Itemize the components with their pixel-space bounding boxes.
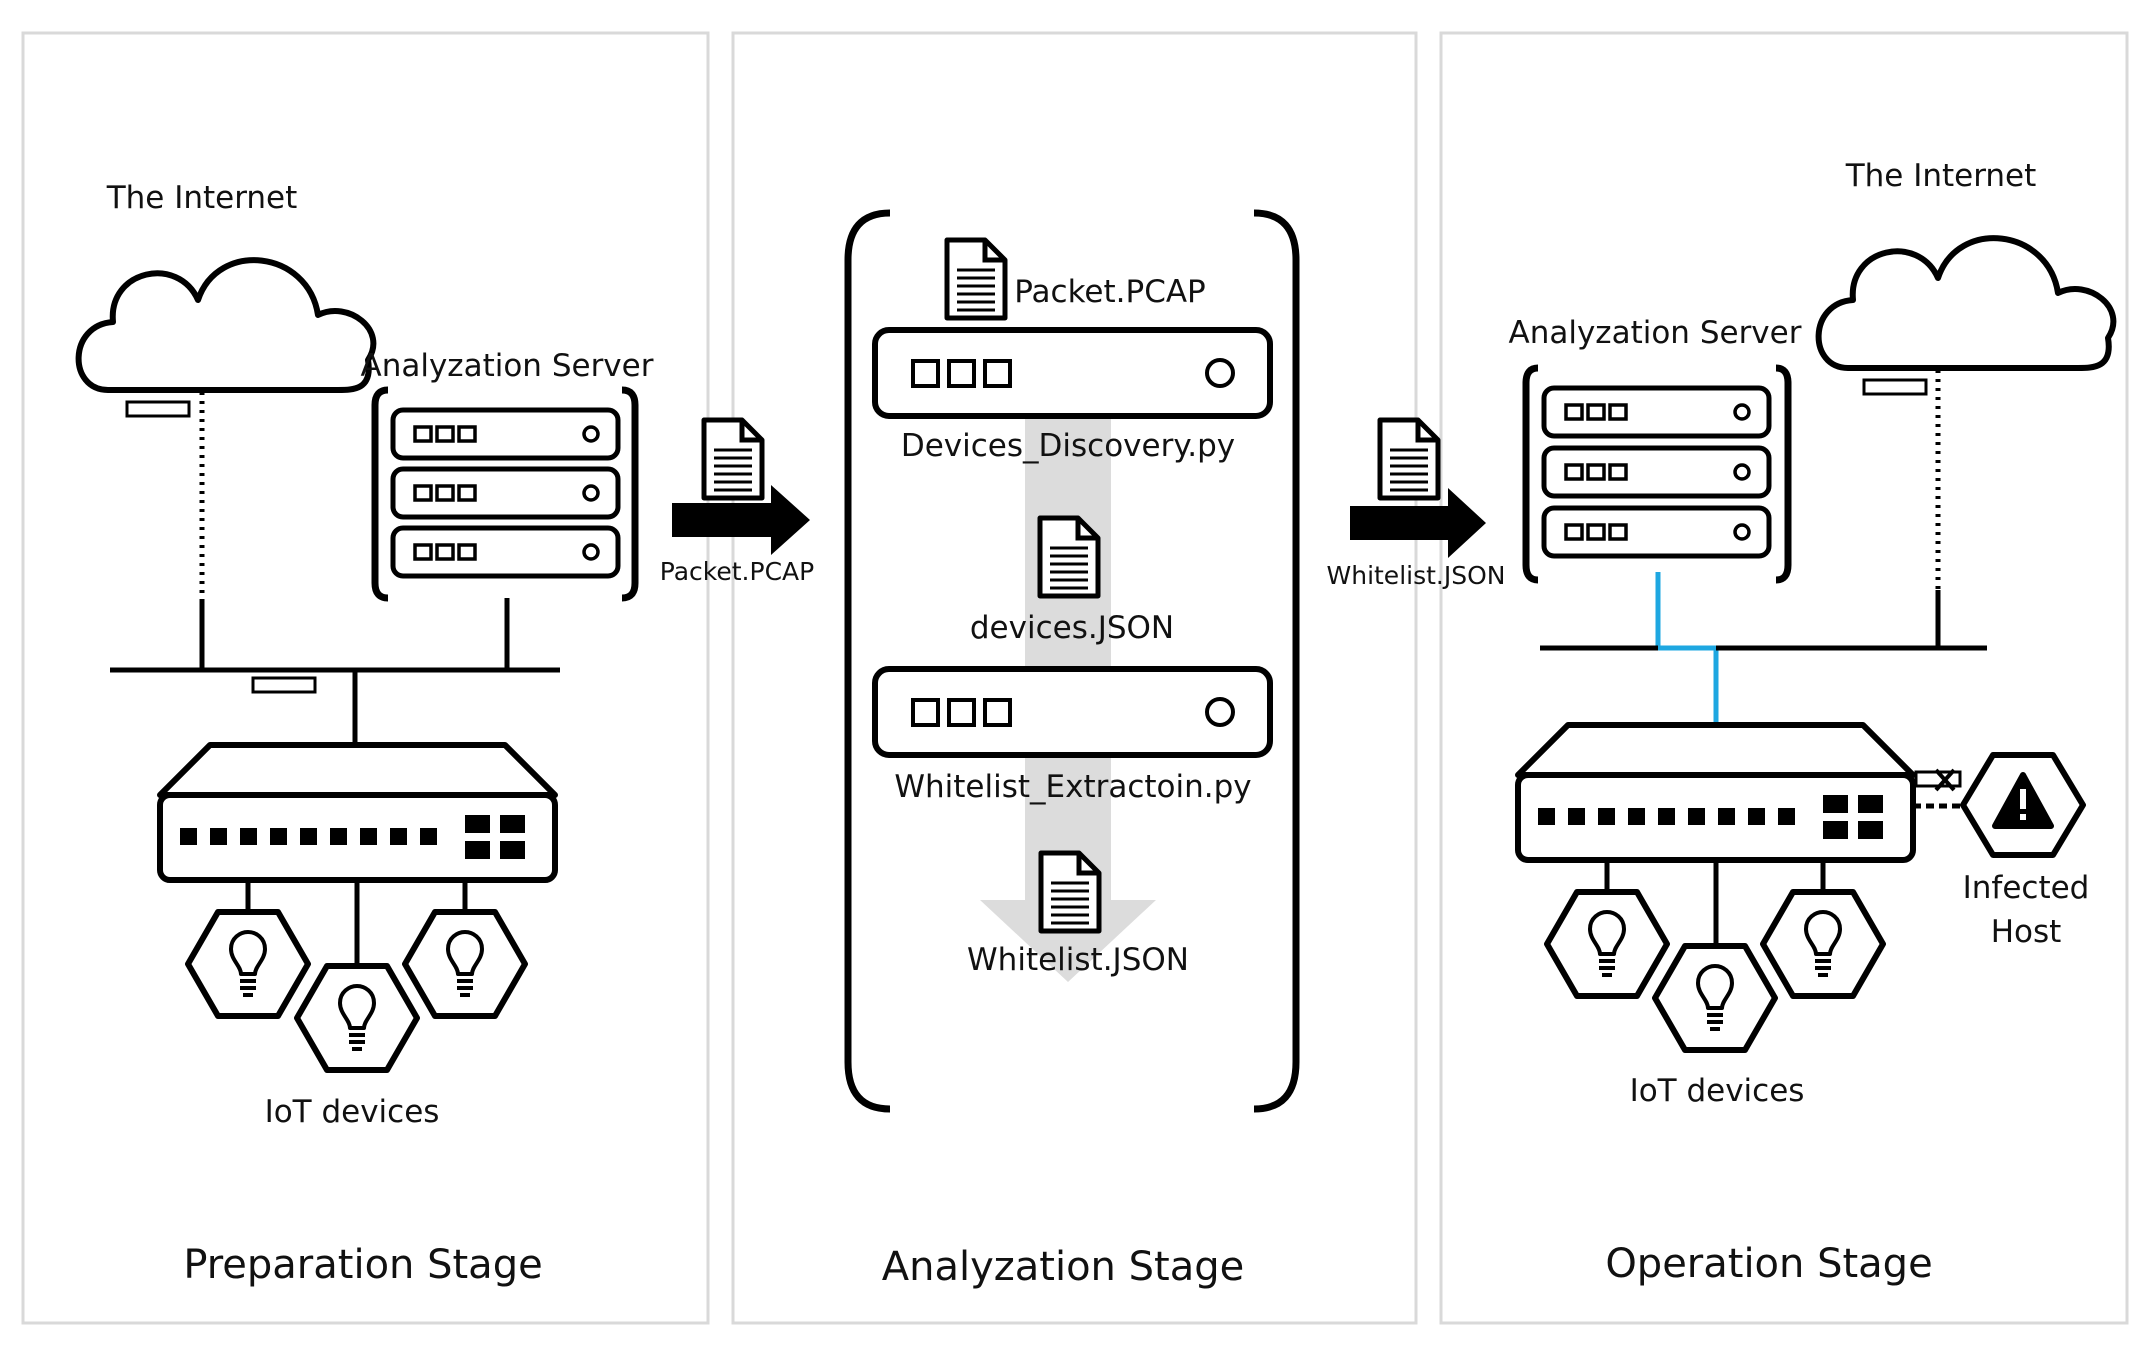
transfer-file-label: Packet.PCAP — [660, 557, 814, 586]
pcap-file-icon — [947, 240, 1005, 318]
cloud-icon — [1819, 238, 2114, 368]
iot-bulb-icon — [188, 912, 308, 1016]
input-file-label: Packet.PCAP — [1014, 274, 1206, 310]
server-rack-icon — [1522, 364, 1792, 584]
server-label: Analyzation Server — [361, 348, 654, 384]
step1-script-label: Devices_Discovery.py — [901, 428, 1235, 464]
extraction-server-icon — [875, 669, 1270, 755]
internet-label: The Internet — [106, 180, 298, 216]
preparation-panel — [21, 31, 710, 1325]
infected-host-label-line1: Infected — [1963, 870, 2090, 906]
internet-label: The Internet — [1845, 158, 2037, 194]
file-icon — [1380, 420, 1438, 498]
iot-bulb-icon — [1547, 892, 1667, 996]
analyzation-diagram: Packet.PCAP Devices_Discovery.py devices… — [844, 209, 1300, 1113]
transfer-arrow-2: Whitelist.JSON — [1327, 420, 1506, 590]
devices-json-file-icon — [1040, 518, 1098, 596]
blocked-connection — [1913, 768, 1965, 809]
right-arrow-icon — [1350, 488, 1486, 558]
stage-title-analyzation: Analyzation Stage — [882, 1244, 1244, 1290]
network-switch-icon — [1518, 725, 1913, 860]
iot-devices-label: IoT devices — [265, 1094, 440, 1130]
intermediate-file-label: devices.JSON — [970, 610, 1174, 646]
infected-host-label-line2: Host — [1991, 914, 2062, 950]
iot-devices-label: IoT devices — [1630, 1073, 1805, 1109]
iot-bulb-icon — [405, 912, 525, 1016]
file-icon — [704, 420, 762, 498]
stage-title-preparation: Preparation Stage — [183, 1242, 542, 1288]
cloud-icon — [79, 260, 374, 390]
iot-bulb-icon — [1763, 892, 1883, 996]
transfer-arrow-1: Packet.PCAP — [660, 420, 814, 586]
server-rack-icon — [371, 386, 639, 602]
network-switch-icon — [160, 745, 555, 880]
whitelist-file-icon — [1041, 853, 1099, 931]
analyzation-panel — [731, 31, 1418, 1325]
server-label: Analyzation Server — [1509, 315, 1802, 351]
transfer-file-label: Whitelist.JSON — [1327, 561, 1506, 590]
step2-script-label: Whitelist_Extractoin.py — [894, 769, 1251, 805]
iot-bulb-icon — [297, 966, 417, 1070]
right-arrow-icon — [672, 485, 810, 555]
stage-title-operation: Operation Stage — [1605, 1241, 1932, 1287]
iot-bulb-icon — [1655, 946, 1775, 1050]
processing-flow-arrow — [980, 410, 1156, 982]
discovery-server-icon — [875, 330, 1270, 416]
operation-panel — [1439, 31, 2129, 1325]
operation-diagram: The Internet Analyzation Server — [1509, 158, 2114, 1109]
preparation-diagram: The Internet Analyzation Server IoT devi… — [79, 180, 654, 1130]
output-file-label: Whitelist.JSON — [967, 942, 1189, 978]
infected-host-icon — [1960, 752, 2086, 858]
